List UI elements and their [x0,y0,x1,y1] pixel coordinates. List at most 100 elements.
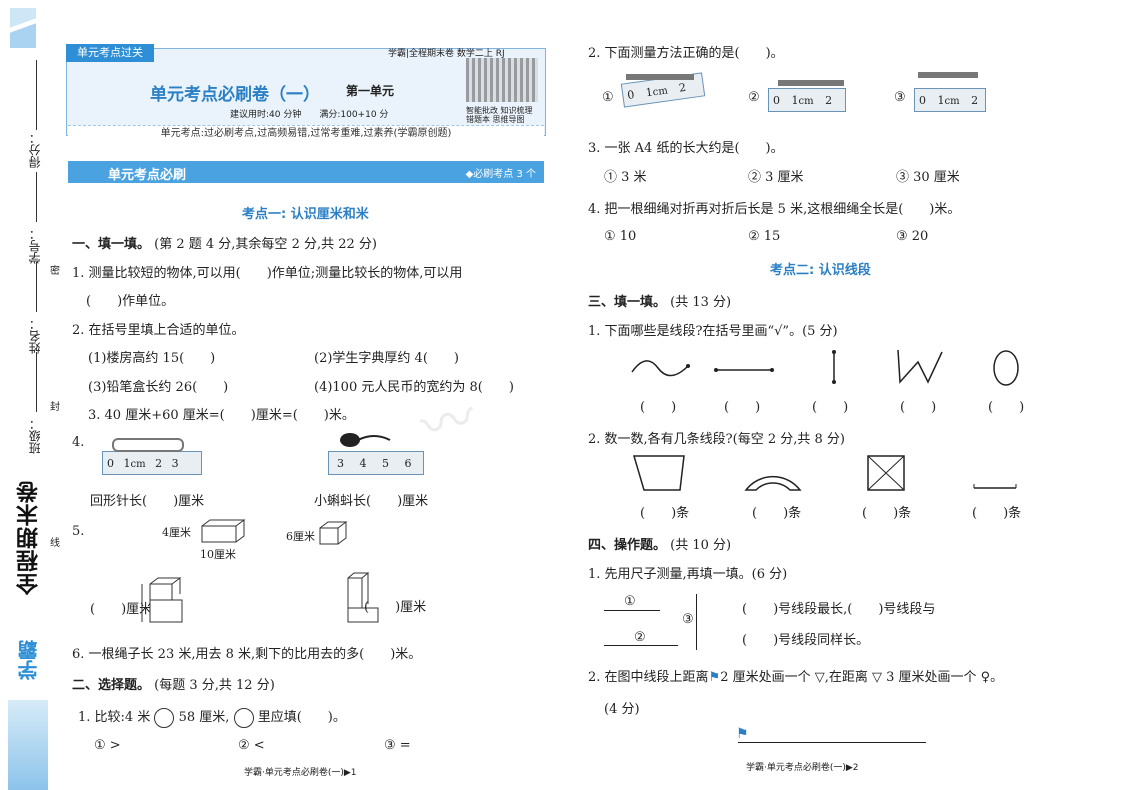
o1-label-3: ③ [682,612,694,627]
f2-blank-1[interactable]: ( )条 [640,506,690,521]
tall-blocks-icon [347,572,379,623]
o1: 1. 先用尺子测量,再填一填。(6 分) [588,567,788,582]
kp2-heading: 考点二: 认识线段 [770,263,871,278]
spine-title: 全程期末卷 [17,480,42,595]
c4: 4. 把一根细绳对折再对折后长是 5 米,这根细绳全长是( )米。 [588,202,961,217]
o1-segment-1 [604,610,660,611]
f1-paren-5[interactable]: ( ) [988,400,1025,415]
page-title: 单元考点必刷卷（一） [150,85,320,105]
o1-segment-2 [604,645,678,646]
section-badge: ◆必刷考点 3 个 [465,169,536,180]
series-label: 学霸|全程期末卷 数学二上 RJ [388,49,505,59]
o1-label-1: ① [624,594,636,609]
c3-option-1[interactable]: ① 3 米 [604,170,647,185]
s3-title: 三、填一填。 [588,295,667,310]
s1-title: 一、填一填。 [72,237,151,252]
q5-answer-b: ( )厘米 [364,600,427,615]
c3-option-2[interactable]: ② 3 厘米 [748,170,804,185]
qr-code-icon [466,58,538,102]
binding-margin: 得分： 学号： 姓名： 班级： 密 封 线 全程期末卷 学霸 [0,0,60,790]
q2-1: (1)楼房高约 15( ) [88,351,216,366]
f1: 1. 下面哪些是线段?在括号里画“√”。(5 分) [588,324,838,339]
q5-answer-a: ( )厘米 [90,602,153,617]
q1b: ( )作单位。 [86,294,175,309]
cube-icon [319,521,348,545]
f2-blank-4[interactable]: ( )条 [972,506,1022,521]
q5-label-10cm: 10厘米 [200,548,236,561]
seal-mark-3: 线 [50,538,60,549]
s4-note: (共 10 分) [670,538,732,553]
name-label: 姓名： [28,318,42,354]
q4-answer-a: 回形针长( )厘米 [90,494,205,509]
c1-option-3[interactable]: ③ = [384,738,411,753]
q3: 3. 40 厘米+60 厘米=( )厘米=( )米。 [88,408,355,423]
o1-text-2: ( )号线段同样长。 [742,633,870,648]
id-label: 学号： [28,228,42,264]
o2-points: (4 分) [604,702,640,717]
seal-mark-1: 密 [50,266,60,277]
ruler-1: 0 1cm 2 3 [102,451,202,475]
q4-answer-b: 小蝌蚪长( )厘米 [314,494,429,509]
c2-option-2[interactable]: ② [748,90,760,105]
c2-object-2 [778,80,844,86]
q5-label-4cm: 4厘米 [162,526,191,539]
header-strip: 单元考点:过必刷考点,过高频易错,过常考重难,过素养(学霸原创题) [68,125,544,142]
o2-segment[interactable] [738,742,926,743]
spine-brand: 学霸 [17,640,41,680]
unit-label: 第一单元 [346,84,395,98]
c3-option-3[interactable]: ③ 30 厘米 [896,170,960,185]
compare-circle-1[interactable] [154,707,175,728]
o2: 2. 在图中线段上距离⚑2 厘米处画一个 ▽,在距离 ▽ 3 厘米处画一个 ♀。 [588,670,1004,685]
q6: 6. 一根绳子长 23 米,用去 8 米,剩下的比用去的多( )米。 [72,647,422,662]
c1: 1. 比较:4 米 58 厘米, 里应填( )。 [78,706,346,728]
section-title: 单元考点必刷 [108,168,187,183]
q4: 4. [72,435,85,450]
paperclip-icon [112,438,184,452]
f1-paren-4[interactable]: ( ) [900,400,937,415]
q2-4: (4)100 元人民币的宽约为 8( ) [314,380,514,395]
class-label: 班级： [28,418,42,454]
seal-mark-2: 封 [50,402,60,413]
cuboid-long-icon [201,519,246,543]
s3-note: (共 13 分) [670,295,732,310]
c2-ruler-3: 0 1cm 2 [914,88,986,112]
header-tag: 单元考点过关 [66,44,154,62]
c2-ruler-2: 0 1cm 2 [768,88,846,112]
c1-option-1[interactable]: ① > [94,738,121,753]
count-figures [632,455,1017,491]
q2-2: (2)学生字典厚约 4( ) [314,351,459,366]
flag-icon: ⚑ [708,670,721,685]
c4-option-2[interactable]: ② 15 [748,229,781,244]
c1-option-2[interactable]: ② < [238,738,265,753]
compare-circle-2[interactable] [233,707,254,728]
ruler-2-labels: 3 4 5 6 [337,457,412,470]
f2: 2. 数一数,各有几条线段?(每空 2 分,共 8 分) [588,432,845,447]
q2: 2. 在括号里填上合适的单位。 [72,323,245,338]
f2-blank-3[interactable]: ( )条 [862,506,912,521]
f1-paren-1[interactable]: ( ) [640,400,677,415]
o1-label-2: ② [634,630,646,645]
c2-option-3[interactable]: ③ [894,90,906,105]
q5-label-6cm: 6厘米 [286,530,315,543]
qr-labels: 智能批改 知识梳理 错题本 思维导图 [466,106,533,124]
f1-paren-3[interactable]: ( ) [812,400,849,415]
c2-option-1[interactable]: ① [602,90,614,105]
c2-object-3 [918,72,978,78]
q5: 5. [72,524,85,539]
left-footer: 学霸·单元考点必刷卷(一)▶1 [244,768,357,778]
segment-figures [631,349,1019,386]
s1-note: (第 2 题 4 分,其余每空 2 分,共 22 分) [154,237,377,252]
c4-option-1[interactable]: ① 10 [604,229,637,244]
q2-3: (3)铅笔盒长约 26( ) [88,380,229,395]
c3: 3. 一张 A4 纸的长大约是( )。 [588,141,784,156]
stacked-blocks-icon [141,577,183,623]
score-label: 得分： [28,132,42,168]
f2-blank-2[interactable]: ( )条 [752,506,802,521]
f1-paren-2[interactable]: ( ) [724,400,761,415]
q1a: 1. 测量比较短的物体,可以用( )作单位;测量比较长的物体,可以用 [72,266,463,281]
c4-option-3[interactable]: ③ 20 [896,229,929,244]
spine-decoration [8,700,48,790]
o1-text-1: ( )号线段最长,( )号线段与 [742,602,936,617]
o2-flag-icon: ⚑ [736,726,749,742]
s2-note: (每题 3 分,共 12 分) [154,678,275,693]
